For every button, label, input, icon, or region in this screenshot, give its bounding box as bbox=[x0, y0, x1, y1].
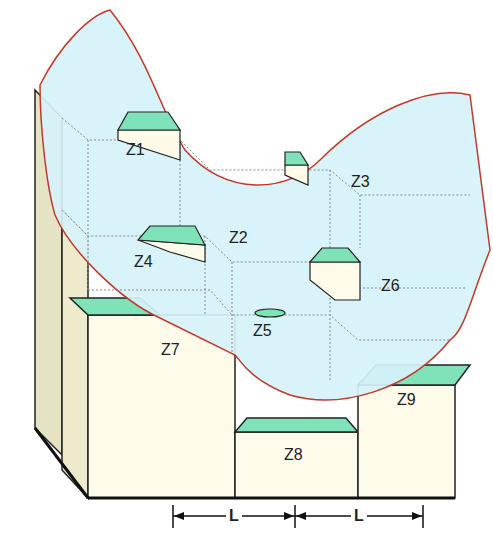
block-top bbox=[235, 418, 358, 432]
zone-label: Z6 bbox=[381, 278, 400, 294]
zone-label: Z3 bbox=[351, 174, 370, 190]
dimension-label: L bbox=[226, 508, 242, 524]
surface bbox=[40, 10, 490, 400]
zone-label: Z1 bbox=[126, 142, 145, 158]
block-face bbox=[358, 385, 455, 498]
zone-label: Z4 bbox=[134, 254, 153, 270]
block-face bbox=[285, 165, 308, 185]
block-face bbox=[310, 262, 360, 300]
zone-label: Z5 bbox=[253, 323, 272, 339]
block-top bbox=[138, 226, 205, 245]
block-top bbox=[255, 309, 285, 317]
zone-label: Z7 bbox=[161, 342, 180, 358]
dimension-label: L bbox=[351, 508, 367, 524]
zone-label: Z9 bbox=[397, 392, 416, 408]
dimension-lines bbox=[173, 505, 423, 528]
zone-label: Z8 bbox=[284, 447, 303, 463]
block-face bbox=[235, 432, 358, 498]
zone-label: Z2 bbox=[229, 230, 248, 246]
block-top bbox=[285, 152, 308, 165]
base-edge bbox=[88, 497, 455, 500]
base-edge bbox=[35, 428, 88, 498]
grid-lines bbox=[62, 118, 470, 380]
block-face bbox=[118, 130, 180, 160]
block-top bbox=[118, 112, 180, 130]
block-top bbox=[310, 248, 360, 262]
